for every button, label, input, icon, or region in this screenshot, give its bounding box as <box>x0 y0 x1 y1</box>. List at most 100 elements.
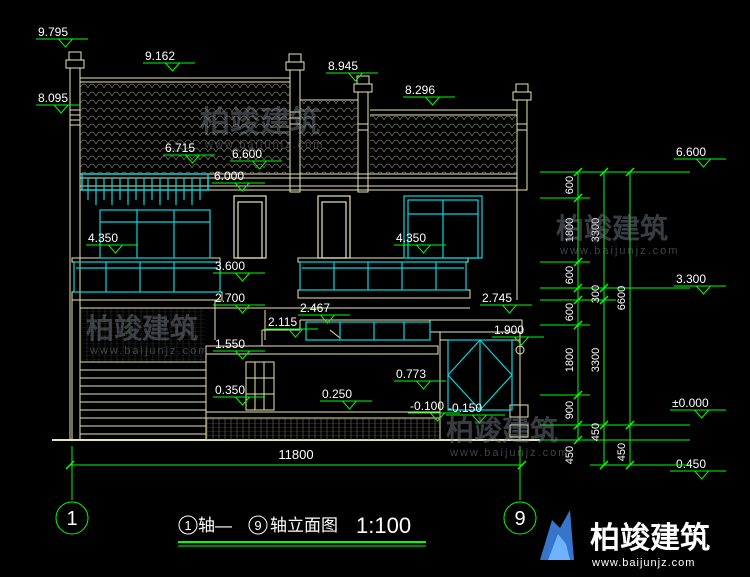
svg-text:www.baijunjz.com: www.baijunjz.com <box>89 345 209 357</box>
svg-text:www.baijunjz.com: www.baijunjz.com <box>559 245 679 257</box>
elevation-marker <box>492 336 544 346</box>
elevation-marker <box>36 104 80 114</box>
axis-bubble-left: 1 <box>55 501 89 535</box>
elevation-label: 3.300 <box>676 272 706 286</box>
elevation-marker <box>408 412 460 422</box>
pillar-mid <box>357 91 369 193</box>
elevation-label: 9.162 <box>145 49 175 63</box>
svg-text:柏竣建筑: 柏竣建筑 <box>590 521 710 556</box>
drawing-title: 1 轴— 9 轴立面图 1:100 <box>178 513 426 547</box>
svg-text:1: 1 <box>66 508 77 530</box>
elevation-marker <box>212 182 265 192</box>
elevation-marker <box>298 314 350 324</box>
balcony-railing-left <box>73 261 221 293</box>
svg-text:轴—: 轴— <box>198 516 232 535</box>
watermark-4: 柏竣建筑 www.baijunjz.com <box>446 414 569 459</box>
svg-text:www.baijunjz.com: www.baijunjz.com <box>204 139 324 151</box>
watermark-1: 柏竣建筑 www.baijunjz.com <box>200 105 324 151</box>
elevation-label: 0.350 <box>215 383 245 397</box>
dimension-label: 600 <box>564 303 576 321</box>
elevation-label: 6.600 <box>232 147 262 161</box>
roof-left <box>80 83 290 174</box>
svg-text:1: 1 <box>184 518 191 533</box>
axis-bubble-right: 9 <box>503 501 537 535</box>
watermark-2: 柏竣建筑 www.baijunjz.com <box>556 212 679 257</box>
elevation-label: -0.100 <box>410 399 444 413</box>
dimension-label: 1800 <box>564 348 576 372</box>
roof-mid <box>300 101 358 174</box>
roof-right <box>370 116 517 174</box>
svg-text:www.baijunjz.com: www.baijunjz.com <box>591 557 695 569</box>
balcony-railing-right <box>299 261 467 291</box>
elevation-label: ±0.000 <box>672 396 709 410</box>
elevation-marker <box>674 285 726 295</box>
elevation-marker <box>143 62 195 72</box>
elevation-label: -0.150 <box>448 401 482 415</box>
elevation-label: 0.250 <box>322 387 352 401</box>
elevation-marker <box>213 272 265 282</box>
awning <box>81 173 209 191</box>
window-2f-mid-a <box>233 195 267 259</box>
dimension-label: 450 <box>590 423 602 441</box>
svg-text:9: 9 <box>254 518 261 533</box>
dimension-label: 1800 <box>564 218 576 242</box>
elevation-marker <box>670 470 726 480</box>
elevation-label: 1.550 <box>215 337 245 351</box>
elevation-label: 2.700 <box>215 291 245 305</box>
svg-text:9: 9 <box>514 508 525 530</box>
elevation-marker <box>266 328 318 338</box>
elevation-label: 4.350 <box>396 231 426 245</box>
elevation-label: 0.773 <box>396 367 426 381</box>
svg-text:柏竣建筑: 柏竣建筑 <box>556 212 668 245</box>
garage-door <box>79 361 207 441</box>
elevation-label: 8.296 <box>405 83 435 97</box>
window-2f-left <box>99 209 211 259</box>
dimension-label: 900 <box>564 401 576 419</box>
dimension-label: 3300 <box>590 348 602 372</box>
overall-width-dim: 11800 <box>278 447 313 462</box>
elevation-label: 8.945 <box>328 59 358 73</box>
brick-base-2 <box>80 308 206 362</box>
elevation-marker <box>163 154 215 164</box>
svg-text:www.baijunjz.com: www.baijunjz.com <box>449 447 569 459</box>
svg-text:1:100: 1:100 <box>356 513 411 538</box>
windows <box>73 173 513 411</box>
dimension-label: 6600 <box>616 286 628 310</box>
elevation-label: 3.600 <box>215 259 245 273</box>
elevation-label: 1.900 <box>494 323 524 337</box>
svg-text:柏竣建筑: 柏竣建筑 <box>446 414 558 447</box>
window-ground-small <box>245 361 275 411</box>
lower-glass-band <box>305 321 431 341</box>
elevation-marker <box>394 244 446 254</box>
dimension-label: 450 <box>564 446 576 464</box>
elevation-markers <box>36 38 726 480</box>
elevation-marker <box>394 380 446 390</box>
dimension-label: 3300 <box>590 218 602 242</box>
dimension-label: 450 <box>616 443 628 461</box>
elevation-label: 6.600 <box>676 145 706 159</box>
elevation-marker <box>320 400 372 410</box>
dimension-label: 600 <box>564 266 576 284</box>
elevation-marker <box>213 304 265 314</box>
elevation-label: 2.745 <box>482 291 512 305</box>
elevation-marker <box>480 304 532 314</box>
dimension-lines <box>65 167 690 500</box>
brick-base <box>206 418 440 440</box>
brand-logo: 柏竣建筑 www.baijunjz.com <box>540 510 710 569</box>
svg-text:轴立面图: 轴立面图 <box>270 516 338 535</box>
elevation-label: 8.095 <box>38 91 68 105</box>
elevation-label: 4.350 <box>88 231 118 245</box>
elevation-marker <box>446 414 505 424</box>
elevation-label: 2.467 <box>300 301 330 315</box>
elevation-marker <box>36 38 88 48</box>
elevation-marker <box>213 350 265 360</box>
elevation-label: 6.715 <box>165 141 195 155</box>
elevation-marker <box>213 396 265 406</box>
svg-text:柏竣建筑: 柏竣建筑 <box>86 312 198 345</box>
pillar-right <box>516 99 528 191</box>
elevation-marker <box>674 158 726 168</box>
elevation-marker <box>230 160 282 170</box>
elevation-label: -0.450 <box>672 457 706 471</box>
dimension-label: 300 <box>590 285 602 303</box>
